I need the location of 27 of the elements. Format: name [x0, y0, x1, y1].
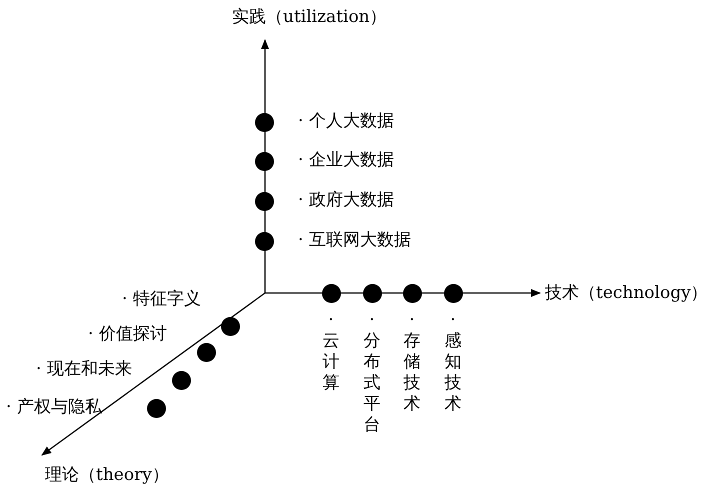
axis-item-label: · 政府大数据: [298, 191, 394, 211]
axis-item-label: ·云计算: [322, 310, 340, 394]
dot-marker: [254, 152, 274, 170]
dot-marker: [444, 284, 462, 302]
dot-marker: [322, 284, 340, 302]
axis-title: 理论（theory）: [45, 466, 169, 486]
axis-title: 技术（technology）: [545, 284, 708, 304]
dot-marker: [362, 284, 382, 302]
dot-marker: [172, 370, 190, 390]
dot-marker: [196, 342, 216, 362]
axis-item-label: · 特征字义: [122, 290, 201, 310]
dot-marker: [254, 232, 274, 250]
axis-item-label: · 个人大数据: [298, 112, 394, 132]
dot-marker: [220, 316, 240, 336]
axis-item-label: · 现在和未来: [36, 360, 132, 380]
axis-item-label: · 产权与隐私: [6, 398, 102, 418]
dot-marker: [254, 112, 274, 132]
dot-marker: [402, 284, 422, 302]
axis-item-label: ·感知技术: [444, 310, 462, 415]
axis-item-label: · 互联网大数据: [298, 231, 411, 251]
axis-title: 实践（utilization）: [232, 8, 387, 28]
axis-item-label: · 企业大数据: [298, 151, 394, 171]
axis-item-label: · 价值探讨: [88, 325, 167, 345]
axis-item-label: ·分布式平台: [363, 310, 381, 436]
dot-marker: [146, 398, 166, 418]
dot-marker: [254, 192, 274, 210]
axis-item-label: ·存储技术: [403, 310, 421, 415]
